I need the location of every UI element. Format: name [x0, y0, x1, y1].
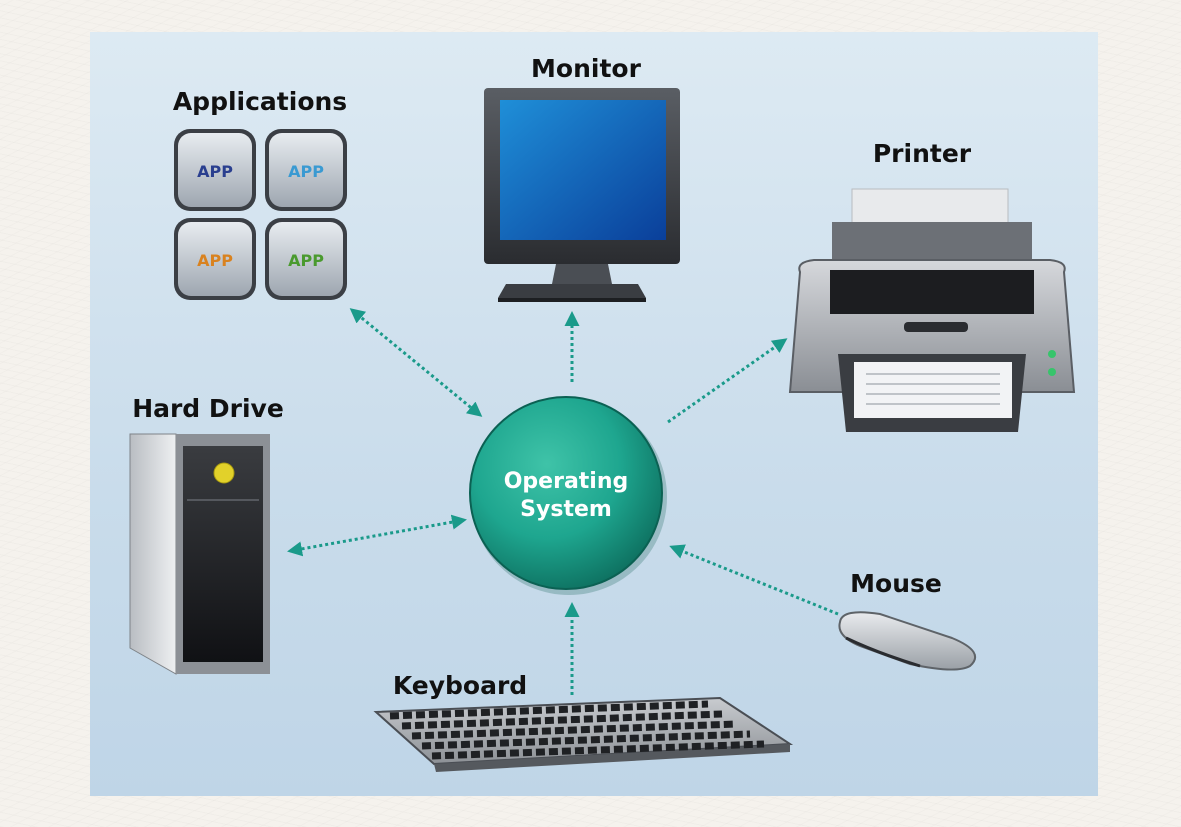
app-tile-1: APP	[174, 129, 256, 211]
arrow-mouse-os	[669, 544, 839, 616]
mouse-icon	[838, 611, 976, 671]
hard-drive-node: Hard Drive	[129, 394, 284, 675]
applications-label: Applications	[173, 87, 347, 116]
arrow-os-hard-drive	[287, 514, 467, 557]
monitor-label: Monitor	[531, 54, 642, 83]
monitor-node: Monitor	[484, 54, 680, 302]
printer-label: Printer	[873, 139, 972, 168]
app-tile-2-text: APP	[288, 162, 324, 181]
diagram-panel: Operating System Applications APP APP AP…	[90, 32, 1098, 796]
app-tile-3: APP	[174, 218, 256, 300]
operating-system-label-line2: System	[520, 497, 612, 522]
app-tile-4: APP	[265, 218, 347, 300]
operating-system-label-line1: Operating	[504, 469, 629, 494]
printer-icon	[788, 188, 1076, 432]
hard-drive-label: Hard Drive	[132, 394, 284, 423]
mouse-label: Mouse	[850, 569, 942, 598]
operating-system-node: Operating System	[469, 396, 667, 595]
os-diagram: Operating System Applications APP APP AP…	[129, 54, 1076, 772]
app-tile-1-text: APP	[197, 162, 233, 181]
keyboard-icon	[373, 696, 794, 772]
operating-system-circle	[469, 396, 663, 590]
app-tile-4-text: APP	[288, 251, 324, 270]
mouse-node: Mouse	[838, 569, 976, 671]
arrow-os-applications	[349, 308, 483, 417]
monitor-icon	[484, 88, 680, 302]
hard-drive-icon	[129, 433, 270, 675]
printer-node: Printer	[788, 139, 1076, 432]
app-tile-2: APP	[265, 129, 347, 211]
keyboard-label: Keyboard	[393, 671, 527, 700]
arrow-os-printer	[667, 338, 788, 424]
applications-node: Applications APP APP APP APP	[173, 87, 347, 300]
app-tile-3-text: APP	[197, 251, 233, 270]
keyboard-node: Keyboard	[373, 671, 794, 772]
connection-arrows	[287, 308, 839, 695]
